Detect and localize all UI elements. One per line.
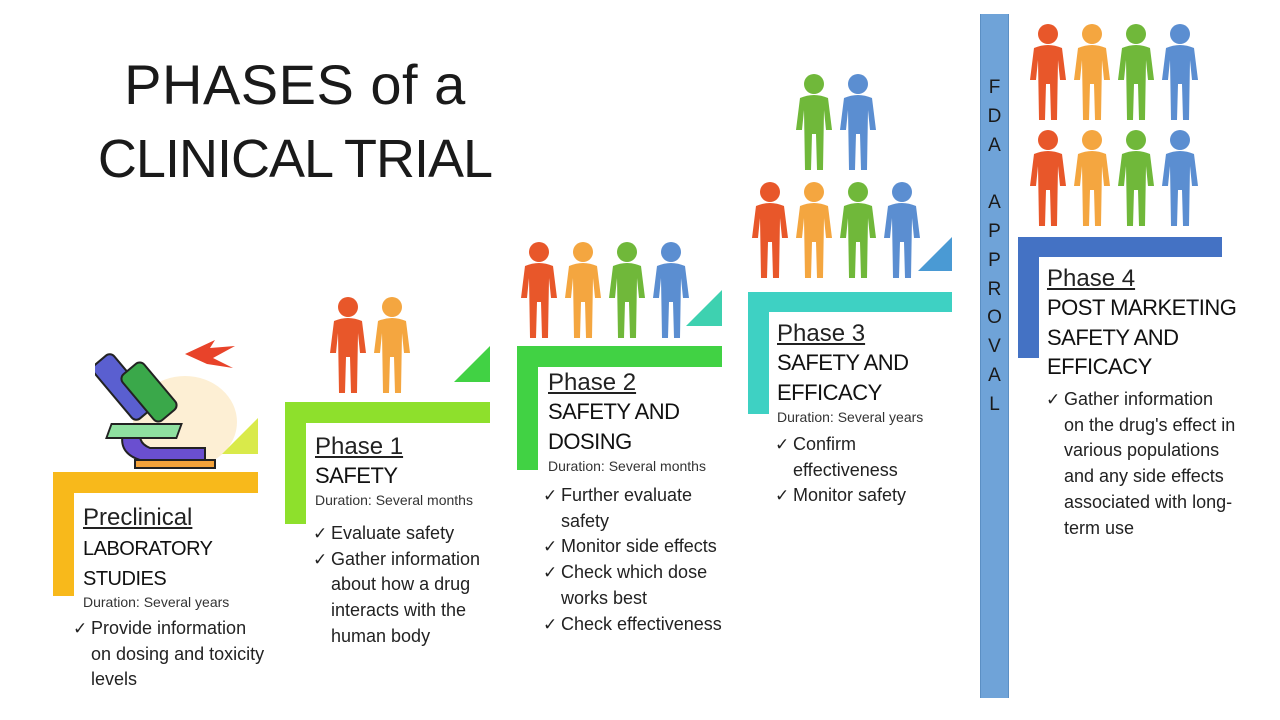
phase3-checklist: Confirm effectiveness Monitor safety (775, 432, 955, 509)
person-icon (653, 242, 689, 338)
list-item: Evaluate safety (313, 521, 503, 547)
microscope-icon (95, 340, 237, 469)
list-item: Gather information on the drug's effect … (1046, 387, 1236, 541)
person-icon (884, 182, 920, 278)
phase2-subtitle-2: DOSING (548, 429, 632, 454)
person-icon (1030, 130, 1066, 226)
person-icon (1118, 24, 1154, 120)
list-item: Monitor side effects (543, 534, 743, 560)
phase3-people-bottom (752, 182, 920, 278)
preclinical-name: Preclinical (83, 504, 193, 531)
phase4-subtitle-1: POST MARKETING (1047, 295, 1237, 320)
phase3-name: Phase 3 (777, 320, 866, 347)
phase4-people-top (1030, 24, 1198, 120)
phase1-name: Phase 1 (315, 433, 404, 460)
person-icon (330, 297, 366, 393)
list-item: Gather information about how a drug inte… (313, 547, 503, 650)
list-item: Further evaluate safety (543, 483, 743, 534)
phase2-duration: Duration: Several months (548, 458, 706, 474)
phase3-arrow-tip (918, 237, 952, 271)
phase4-subtitle-2: SAFETY AND (1047, 325, 1179, 350)
preclinical-checklist: Provide information on dosing and toxici… (73, 616, 269, 693)
preclinical-bar-vertical (53, 472, 74, 596)
list-item: Check effectiveness (543, 612, 743, 638)
phase2-subtitle-1: SAFETY AND (548, 399, 680, 424)
phase2-name: Phase 2 (548, 369, 637, 396)
person-icon (840, 182, 876, 278)
phase1-bar-vertical (285, 402, 306, 524)
phase4-checklist: Gather information on the drug's effect … (1046, 387, 1236, 541)
phase3-people-top (796, 74, 876, 170)
phase2-people (521, 242, 689, 338)
person-icon (1030, 24, 1066, 120)
phase2-bar-vertical (517, 346, 538, 470)
phase3-bar-vertical (748, 292, 769, 414)
person-icon (565, 242, 601, 338)
person-icon (796, 74, 832, 170)
person-icon (1074, 130, 1110, 226)
person-icon (1162, 24, 1198, 120)
phase4-bar-vertical (1018, 237, 1039, 358)
person-icon (374, 297, 410, 393)
phase2-checklist: Further evaluate safety Monitor side eff… (543, 483, 743, 637)
phase1-arrow-tip (454, 346, 490, 382)
preclinical-bar-horizontal (53, 472, 258, 493)
person-icon (796, 182, 832, 278)
phase1-duration: Duration: Several months (315, 492, 473, 508)
list-item: Confirm effectiveness (775, 432, 955, 483)
fda-approval-label: F D A A P P R O V A L (987, 77, 1002, 415)
preclinical-subtitle-1: LABORATORY (83, 538, 213, 560)
phase3-bar-horizontal (748, 292, 952, 312)
phase3-subtitle-1: SAFETY AND (777, 350, 909, 375)
phase3-subtitle-2: EFFICACY (777, 380, 882, 405)
phase1-people (330, 297, 410, 393)
list-item: Check which dose works best (543, 560, 743, 611)
phase2-bar-horizontal (517, 346, 722, 367)
person-icon (752, 182, 788, 278)
phase4-people-bottom (1030, 130, 1198, 226)
phase4-subtitle-3: EFFICACY (1047, 354, 1152, 379)
title-line-1: PHASES of a (124, 53, 466, 116)
person-icon (1118, 130, 1154, 226)
person-icon (1074, 24, 1110, 120)
preclinical-arrow-tip (222, 418, 258, 454)
preclinical-subtitle-2: STUDIES (83, 568, 167, 590)
phase1-subtitle-1: SAFETY (315, 463, 398, 488)
list-item: Monitor safety (775, 483, 955, 509)
fda-approval-bar: F D A A P P R O V A L (980, 14, 1009, 698)
phase1-checklist: Evaluate safety Gather information about… (313, 521, 503, 650)
person-icon (521, 242, 557, 338)
phase2-arrow-tip (686, 290, 722, 326)
phase1-bar-horizontal (285, 402, 490, 423)
preclinical-duration: Duration: Several years (83, 594, 230, 610)
phase4-name: Phase 4 (1047, 265, 1136, 292)
title-line-2: CLINICAL TRIAL (97, 129, 493, 189)
person-icon (609, 242, 645, 338)
phase3-duration: Duration: Several years (777, 409, 924, 425)
person-icon (840, 74, 876, 170)
phase4-bar-horizontal (1018, 237, 1222, 257)
person-icon (1162, 130, 1198, 226)
list-item: Provide information on dosing and toxici… (73, 616, 269, 693)
